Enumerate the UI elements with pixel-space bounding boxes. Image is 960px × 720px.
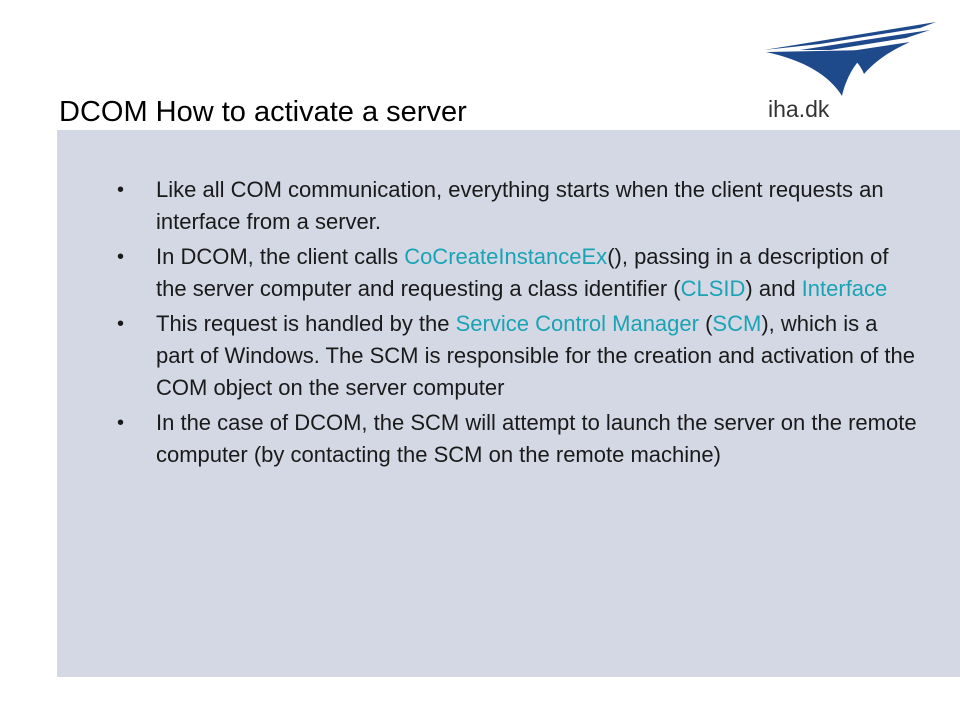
highlight-term: Interface [801,276,888,301]
bullet-item: • In DCOM, the client calls CoCreateInst… [98,241,918,305]
iha-logo-icon [764,22,936,96]
bullet-text: ( [698,311,713,336]
bullet-item: • Like all COM communication, everything… [98,174,918,238]
bullet-dot-icon: • [117,246,125,268]
content-panel [57,130,960,677]
bullet-list: • Like all COM communication, everything… [98,174,918,474]
logo-text: iha.dk [768,96,830,122]
bullet-text: In DCOM, the client calls [156,244,405,269]
slide-title: DCOM How to activate a server [59,96,467,128]
bullet-text: ) and [745,276,802,301]
bullet-item: • This request is handled by the Service… [98,308,918,404]
bullet-dot-icon: • [117,313,125,335]
highlight-term: Service Control Manager [455,311,699,336]
highlight-term: SCM [712,311,762,336]
bullet-text: Like all COM communication, everything s… [156,177,884,234]
bullet-text: ), which is a part of Windows. The SCM i… [156,311,915,400]
highlight-term: CLSID [680,276,746,301]
bullet-text: This request is handled by the [156,311,456,336]
bullet-item: • In the case of DCOM, the SCM will atte… [98,407,918,471]
bullet-dot-icon: • [117,412,125,434]
iha-logo [760,20,940,130]
bullet-dot-icon: • [117,179,125,201]
bullet-text: In the case of DCOM, the SCM will attemp… [156,410,917,467]
highlight-term: CoCreateInstanceEx [404,244,608,269]
bullet-text: (), passing in a description of the serv… [156,244,889,301]
